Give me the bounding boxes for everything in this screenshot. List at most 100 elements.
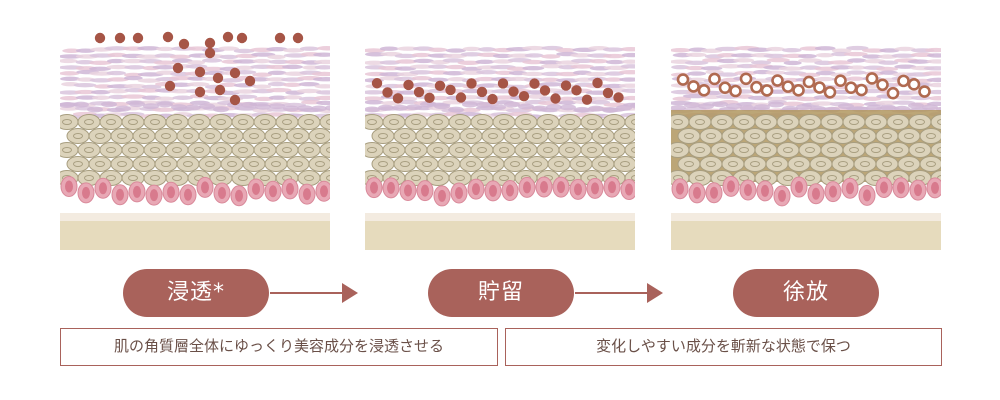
corneum-flake [630,102,635,109]
granular-cell [897,156,921,172]
particle [434,80,446,92]
granular-cell-nucleus [84,175,94,181]
granular-cell [514,114,538,130]
corneum-flake [620,46,635,52]
corneum-flake [730,53,757,58]
corneum-flake [766,57,790,63]
granular-cell-nucleus [871,119,881,125]
granular-cell [569,156,593,172]
granular-cell [842,114,866,130]
corneum-flake [490,104,506,111]
corneum-flake [922,104,938,111]
granular-cell-nucleus [761,119,771,125]
granular-cell-nucleus [477,175,487,181]
corneum-flake [588,58,609,64]
corneum-flake [927,53,941,58]
particle [229,67,241,79]
corneum-flake [124,72,143,78]
corneum-flake [478,47,497,52]
corneum-flake [796,103,812,110]
granular-cell-nucleus [631,175,635,181]
granular-cell [198,156,222,172]
basal-cell-core [523,181,531,194]
granular-cell-nucleus [816,161,826,167]
corneum-flake [461,88,482,94]
corneum-flake [843,51,868,57]
corneum-flake [94,84,114,89]
granular-cell [919,156,941,172]
corneum-flake [894,95,918,100]
granular-cell-nucleus [783,119,793,125]
granular-cell [99,114,123,130]
corneum-flake [616,104,632,111]
granular-cell [437,156,461,172]
granular-cell-nucleus [216,147,226,153]
corneum-flake [521,71,546,77]
skin-panel-retention [365,18,635,250]
corneum-flake [365,90,386,95]
corneum-flake [395,59,418,64]
basal-cell-core [133,185,141,198]
corneum-flake [442,71,466,76]
corneum-flake [137,46,162,51]
basal-cell-core [269,185,277,198]
granular-cell-nucleus [587,147,597,153]
dermis-band [60,221,330,250]
corneum-flake [602,53,626,59]
granular-cell [448,142,472,158]
granular-cell [253,142,277,158]
corneum-flake [378,104,394,111]
corneum-flake [685,65,706,71]
corneum-flake [798,72,821,78]
particle [178,38,190,50]
corneum-flake [621,59,635,64]
granular-cell-nucleus [761,147,771,153]
corneum-flake [254,96,274,102]
granular-cell-nucleus [499,175,509,181]
basal-cell-core [387,181,395,194]
corneum-flake [427,47,448,53]
granular-cell-nucleus [238,119,248,125]
particle [529,78,540,89]
basal-cell-core [574,183,582,196]
basal-cell-core [812,187,820,200]
granular-cell [875,128,899,144]
corneum-flake [532,105,548,112]
granular-cell [919,128,941,144]
corneum-flake [604,77,624,82]
granular-cell-nucleus [695,147,705,153]
granular-cell [624,142,635,158]
corneum-flake [155,96,175,101]
corneum-flake [151,107,177,112]
particle [392,93,404,104]
granular-cell-nucleus [62,147,72,153]
granular-cell [143,142,167,158]
basal-cell-core [693,186,701,199]
granular-cell [99,142,123,158]
granular-cell [677,128,701,144]
granular-cell [415,128,439,144]
particle-ring [813,81,826,94]
corneum-flake [462,101,478,108]
corneum-flake [574,106,590,113]
corneum-flake [831,48,852,53]
granular-cell [591,128,615,144]
corneum-flake [267,70,287,76]
corneum-flake [445,64,467,70]
granular-cell [765,128,789,144]
granular-cell-nucleus [794,133,804,139]
granular-cell [613,128,635,144]
corneum-flake [379,46,399,51]
granular-cell [809,156,833,172]
granular-cell [88,128,112,144]
granular-cell-nucleus [227,133,237,139]
corneum-flake [618,83,635,88]
corneum-flake [827,60,854,65]
basal-cell-core [167,186,175,199]
corneum-flake [620,64,635,69]
corneum-flake [316,90,330,95]
granular-cell [253,114,277,130]
granular-cell-nucleus [282,147,292,153]
granular-cell-nucleus [739,119,749,125]
particle-ring [907,78,921,91]
